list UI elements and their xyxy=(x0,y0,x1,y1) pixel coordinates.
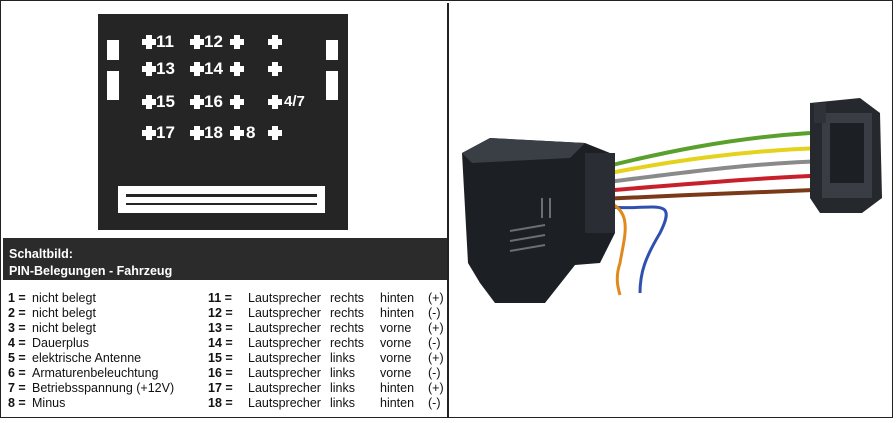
pin-cross xyxy=(268,35,282,49)
pin-label: 14 xyxy=(204,59,223,78)
pin-label: 11 xyxy=(156,32,174,51)
main-connector xyxy=(462,138,615,303)
pin-label: 12 xyxy=(204,32,223,51)
connector-side xyxy=(585,153,615,233)
pin-label: 17 xyxy=(156,123,175,142)
pin-cross xyxy=(230,95,244,109)
connector-face: 11 12 13 14 15 16 4/7 17 18 xyxy=(98,14,348,230)
pin-cross xyxy=(268,95,282,109)
pin-cross xyxy=(230,62,244,76)
pin-cross xyxy=(142,62,156,76)
schematic-header: Schaltbild: PIN-Belegungen - Fahrzeug xyxy=(3,238,447,280)
pin-cross xyxy=(190,95,204,109)
pin-label: 15 xyxy=(156,92,175,111)
adapter-photo xyxy=(450,3,892,418)
right-slot xyxy=(326,71,338,100)
pin-cross xyxy=(230,35,244,49)
left-slot xyxy=(107,40,119,60)
left-slot xyxy=(107,71,119,100)
iso-connector-slot xyxy=(830,123,864,183)
pin-cross xyxy=(190,35,204,49)
bracket-inner xyxy=(126,197,317,203)
wire-blue xyxy=(599,204,668,294)
pin-cross xyxy=(142,35,156,49)
wire-orange xyxy=(599,197,627,296)
pin-cross xyxy=(268,126,282,140)
wire-grey xyxy=(599,159,831,185)
connector-pins xyxy=(509,198,551,252)
wire-yellow xyxy=(599,146,821,177)
pin-cross xyxy=(190,62,204,76)
pin-label: 4/7 xyxy=(284,93,305,110)
pin-label: 8 xyxy=(246,123,256,142)
pin-cross xyxy=(142,126,156,140)
iso-latch xyxy=(814,103,826,123)
adapter-cable-illustration xyxy=(462,98,882,303)
pin-label: 16 xyxy=(204,92,223,111)
right-slot xyxy=(326,40,338,60)
connector-top xyxy=(462,138,585,163)
pin-label: 13 xyxy=(156,59,175,78)
pin-label: 18 xyxy=(204,123,223,142)
header-subtitle: PIN-Belegungen - Fahrzeug xyxy=(9,264,173,278)
pin-cross xyxy=(142,95,156,109)
wire-brown xyxy=(599,187,839,201)
pin-cross xyxy=(268,62,282,76)
pinout-panel: 11 12 13 14 15 16 4/7 17 18 xyxy=(3,3,449,418)
wire-red xyxy=(599,173,836,193)
wire-green xyxy=(599,131,811,170)
header-title: Schaltbild: xyxy=(9,247,73,261)
pin-cross xyxy=(190,126,204,140)
pin-cross xyxy=(230,126,244,140)
